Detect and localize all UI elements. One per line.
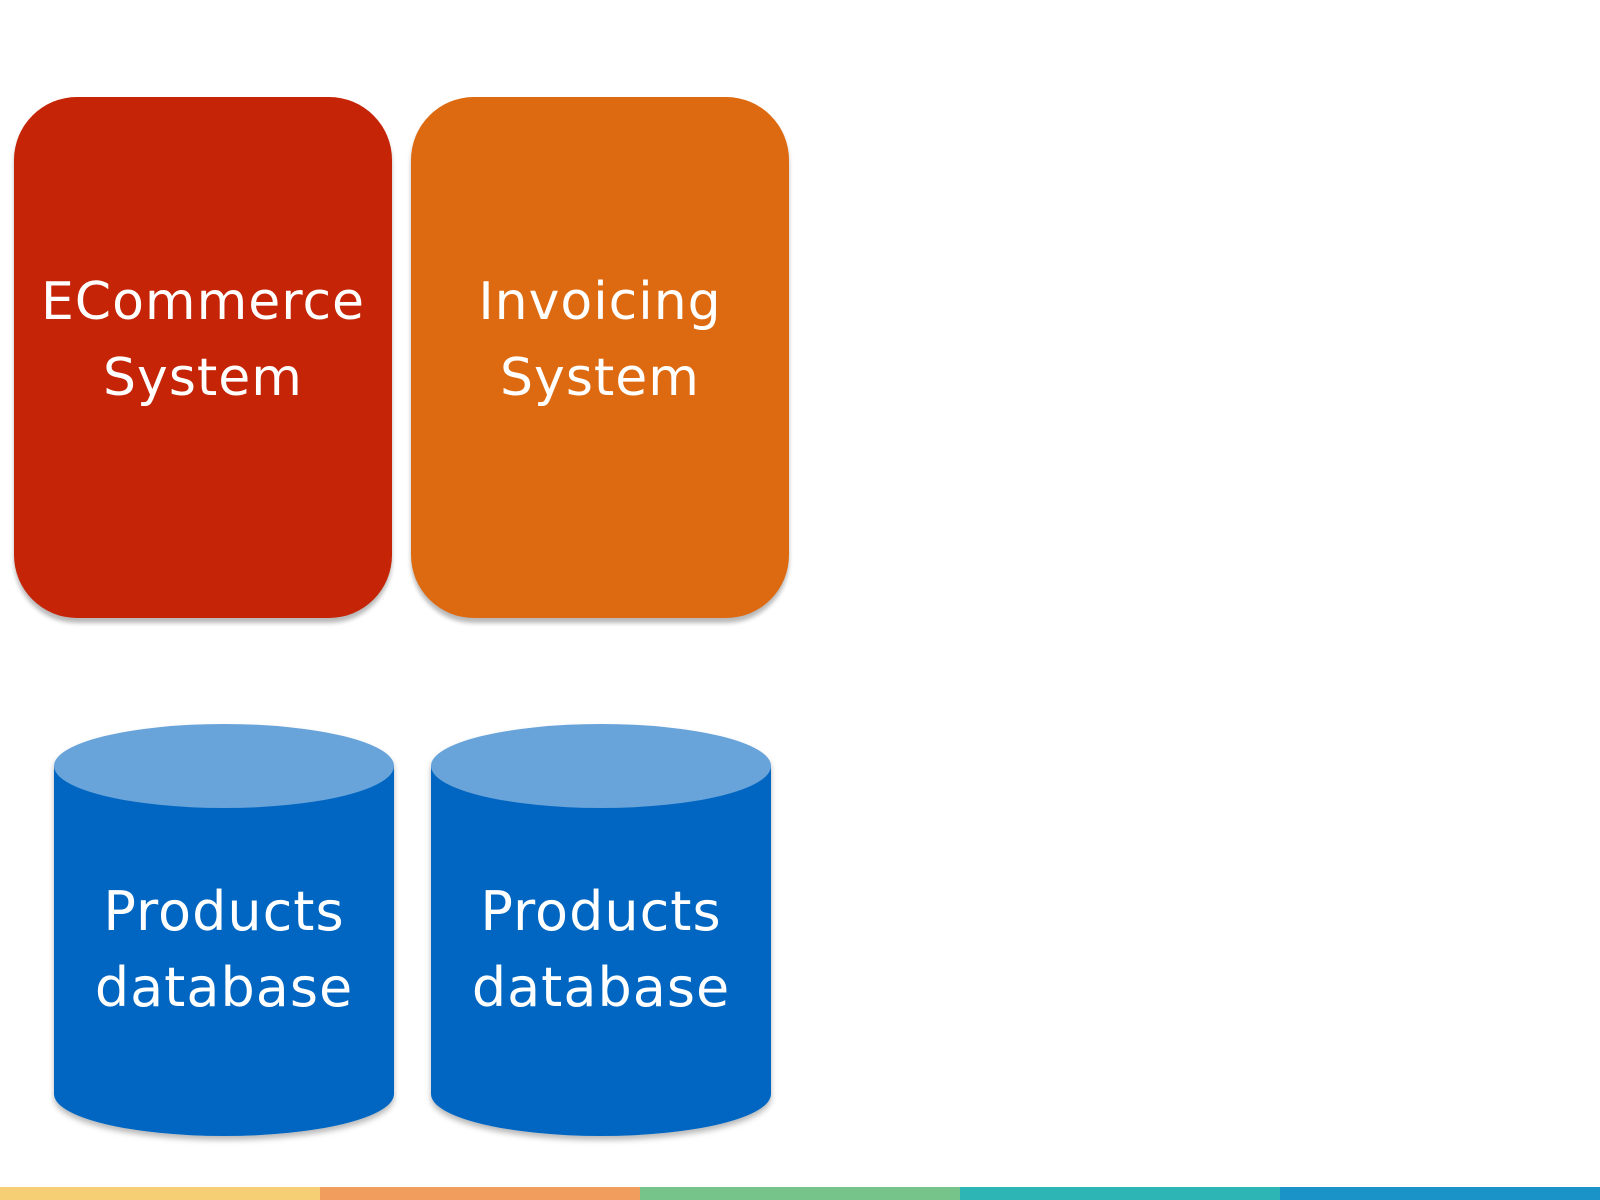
database-1-top (54, 724, 394, 808)
database-1-label-line-2: database (94, 956, 354, 1019)
database-2-label-line-2: database (471, 956, 731, 1019)
products-database-cylinder-1: Products database (54, 724, 394, 1144)
invoicing-label-line-1: Invoicing (478, 271, 722, 332)
ecommerce-system-label: ECommerce System (41, 264, 365, 416)
database-2-icon (431, 724, 771, 1136)
footer-segment-5 (1280, 1187, 1600, 1200)
database-2-label: Products database (431, 874, 771, 1026)
ecommerce-system-box: ECommerce System (14, 97, 392, 618)
database-1-label: Products database (54, 874, 394, 1026)
footer-segment-2 (320, 1187, 640, 1200)
footer-color-bar (0, 1187, 1600, 1200)
footer-segment-3 (640, 1187, 960, 1200)
database-1-icon (54, 724, 394, 1136)
database-2-body (431, 766, 771, 1136)
database-1-body (54, 766, 394, 1136)
database-2-label-line-1: Products (480, 880, 722, 943)
footer-segment-4 (960, 1187, 1280, 1200)
footer-segment-1 (0, 1187, 320, 1200)
database-2-top (431, 724, 771, 808)
products-database-cylinder-2: Products database (431, 724, 771, 1144)
invoicing-system-box: Invoicing System (411, 97, 789, 618)
database-1-label-line-1: Products (103, 880, 345, 943)
ecommerce-label-line-1: ECommerce (40, 271, 366, 332)
invoicing-system-label: Invoicing System (478, 264, 721, 416)
ecommerce-label-line-2: System (103, 347, 303, 408)
invoicing-label-line-2: System (500, 347, 700, 408)
